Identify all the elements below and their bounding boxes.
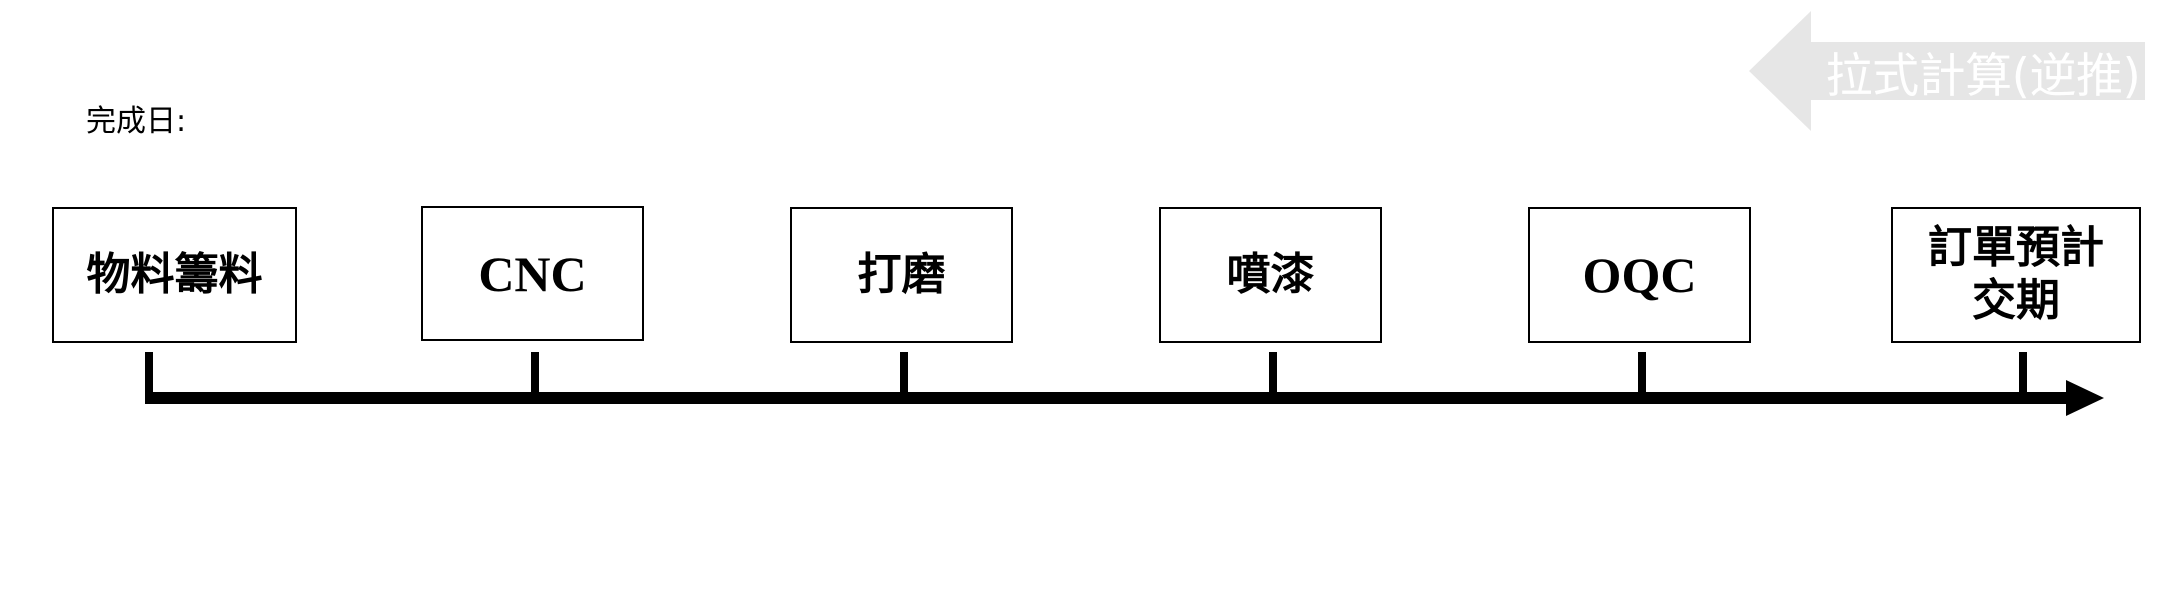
stage-box-painting: 噴漆 bbox=[1159, 207, 1382, 343]
pull-calculation-label: 拉式計算(逆推) bbox=[1825, 48, 2141, 104]
stage-box-oqc: OQC bbox=[1528, 207, 1751, 343]
stage-label: 噴漆 bbox=[1226, 248, 1315, 300]
stage-label: CNC bbox=[478, 245, 587, 302]
stage-label: OQC bbox=[1582, 247, 1697, 303]
left-arrow-shape bbox=[1749, 11, 2145, 131]
stage-label: 物料籌料 bbox=[86, 248, 263, 300]
timeline-arrowhead bbox=[2066, 380, 2104, 416]
stage-box-order-delivery-date: 訂單預計 交期 bbox=[1891, 207, 2141, 343]
stage-label: 訂單預計 交期 bbox=[1928, 222, 2104, 326]
stage-box-polishing: 打磨 bbox=[790, 207, 1013, 343]
pull-calculation-banner: 拉式計算(逆推) bbox=[1749, 11, 2145, 131]
stage-label: 打磨 bbox=[857, 248, 946, 300]
completion-date-label: 完成日: bbox=[86, 104, 187, 139]
stage-box-cnc: CNC bbox=[421, 206, 644, 341]
stage-box-material-prep: 物料籌料 bbox=[52, 207, 297, 343]
